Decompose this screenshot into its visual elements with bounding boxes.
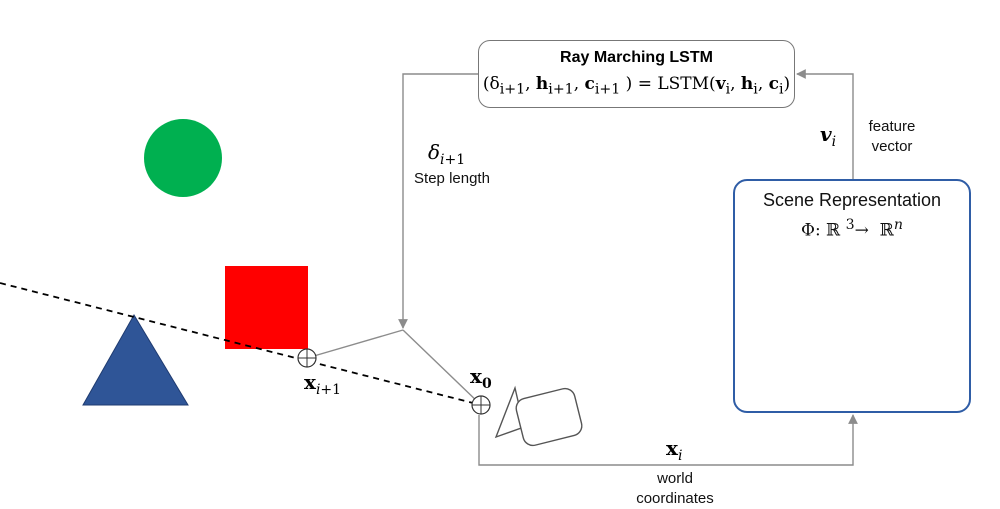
lstm-box [478, 40, 795, 108]
world-label-line1: world [657, 470, 693, 487]
scene-representation-box [733, 179, 971, 413]
point-x-i1-marker [297, 348, 317, 368]
feature-label-line2: vector [871, 138, 913, 155]
lstm-to-step-arrow [398, 73, 478, 329]
camera-icon [494, 385, 583, 447]
point-x0-marker [471, 395, 491, 415]
feature-label-line1: feature [868, 118, 916, 135]
scene-title: Scene Representation [762, 190, 942, 210]
world-coord-arrow [478, 414, 858, 466]
green-circle [144, 119, 222, 197]
x0-label: x0 [470, 364, 492, 392]
scene-mapping: Φ: ℝ 3→ ℝn [801, 217, 903, 241]
step-line-left [306, 329, 404, 359]
step-length-label: Step length [414, 170, 490, 187]
step-line-right [402, 329, 482, 406]
world-label-line2: coordinates [636, 490, 714, 507]
lstm-equation: (δi+1, hi+1, ci+1 ) = LSTM(vi, hi, ci) [482, 74, 791, 98]
v-label: vi [820, 122, 837, 150]
x-i1-label: xi+1 [304, 370, 342, 398]
xi-label: xi [666, 436, 683, 464]
lstm-title: Ray Marching LSTM [560, 49, 713, 66]
camera-ray [0, 282, 482, 406]
delta-label: δi+1 [428, 140, 466, 168]
red-square [225, 266, 308, 349]
feature-vector-arrow [796, 69, 854, 179]
blue-triangle [82, 314, 189, 406]
